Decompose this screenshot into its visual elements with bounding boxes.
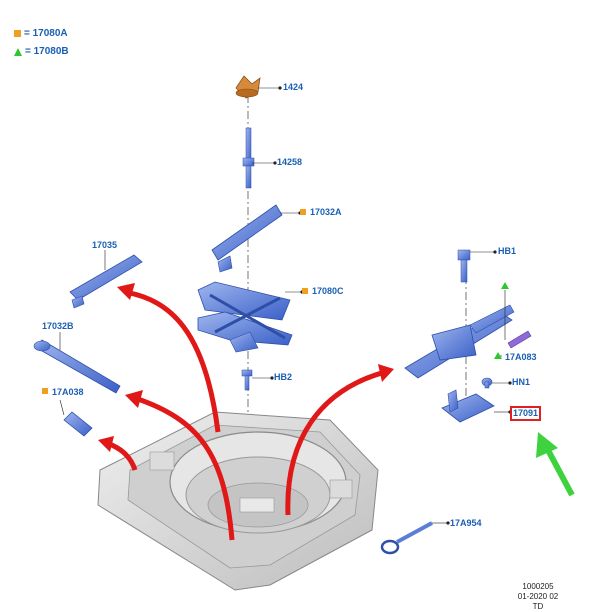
label-17035: 17035 <box>92 240 118 250</box>
part-17032A-handle <box>211 204 283 273</box>
part-17A083-strip <box>507 330 532 349</box>
red-arrow-head-17035 <box>117 283 135 300</box>
part-HB1-bolt <box>457 249 471 283</box>
green-triangle-icon <box>14 47 22 56</box>
red-arrow-17032B <box>134 395 235 541</box>
label-14258: 14258 <box>277 157 303 167</box>
part-17032B-lever <box>33 339 121 394</box>
legend-item-17080B: = 17080B <box>14 46 69 57</box>
label-HN1: HN1 <box>512 377 531 387</box>
red-arrow-17035 <box>124 289 221 433</box>
part-right-jack-assembly <box>404 304 515 379</box>
part-17035-bracket <box>69 254 143 309</box>
label-17A954: 17A954 <box>450 518 482 528</box>
part-1424-knob <box>235 75 261 99</box>
red-arrow-head-jack <box>378 364 394 382</box>
drawing-reference: 1000205 01-2020 02 TD <box>508 582 568 612</box>
red-arrow-head-17A038 <box>98 436 114 452</box>
spare-wheel-tray <box>97 411 379 591</box>
part-HB2-bolt <box>241 369 253 391</box>
part-17A038-cap <box>63 411 93 437</box>
label-17A083: 17A083 <box>505 352 537 362</box>
part-17080C-jack <box>197 281 293 353</box>
label-17091-highlighted: 17091 <box>510 406 542 421</box>
marker-triangle-right <box>501 282 509 289</box>
legend-item-17080A: = 17080A <box>14 28 68 39</box>
drawing-number: 1000205 <box>522 582 554 591</box>
marker-square-17A038 <box>42 388 48 394</box>
legend-text: = 17080B <box>25 46 69 57</box>
drawing-date: 01-2020 02 <box>517 592 559 601</box>
green-arrow-head <box>536 432 558 458</box>
drawing-code: TD <box>532 602 544 611</box>
part-HN1-nut <box>481 377 493 389</box>
red-arrow-jack <box>285 369 386 516</box>
label-17032B: 17032B <box>42 321 74 331</box>
orange-square-icon <box>14 30 21 37</box>
red-arrow-head-17032B <box>125 390 143 408</box>
label-HB1: HB1 <box>498 246 517 256</box>
legend-text: = 17080A <box>24 28 68 39</box>
marker-square-17080C <box>302 288 308 294</box>
part-17A954-tow-eye <box>380 521 433 555</box>
marker-triangle-17A083 <box>494 352 502 359</box>
label-HB2: HB2 <box>274 372 293 382</box>
label-17032A: 17032A <box>310 207 342 217</box>
green-arrow-shaft <box>545 448 575 497</box>
part-17091-bracket <box>441 389 495 423</box>
label-17A038: 17A038 <box>52 387 84 397</box>
label-1424: 1424 <box>283 82 304 92</box>
part-14258-rod <box>242 127 255 189</box>
label-17080C: 17080C <box>312 286 344 296</box>
marker-square-17032A <box>300 209 306 215</box>
